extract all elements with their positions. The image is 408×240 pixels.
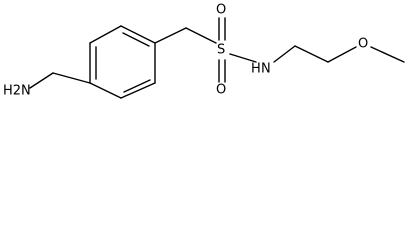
bond-nitrogen-ch2	[273, 45, 296, 63]
oxygen-bottom-label: O	[216, 83, 226, 98]
hydrogen-label: H	[251, 62, 261, 77]
bond-ch2-ring	[52, 72, 91, 84]
bond-ch2-ch2	[294, 45, 329, 63]
benzene-ring	[89, 25, 156, 99]
ring-bond-1	[89, 82, 122, 99]
chemical-structure-diagram: H2N S O O H N O	[3, 3, 405, 99]
ring-bond-2	[120, 82, 156, 99]
amine-label: H2N	[3, 84, 31, 99]
bond-ring-ch2	[154, 27, 187, 44]
oxygen-ether-label: O	[358, 37, 368, 52]
bond-ch2-oxygen	[327, 46, 357, 63]
ring-double-bond-2	[123, 79, 151, 93]
ring-bond-4	[120, 25, 156, 44]
bond-amine-ch2	[29, 72, 54, 89]
nitrogen-label: N	[261, 62, 271, 77]
bond-ch2-sulfur	[185, 27, 217, 44]
oxygen-top-label: O	[216, 3, 226, 18]
ring-bond-5	[89, 25, 122, 44]
ring-double-bond-3	[122, 32, 150, 47]
sulfur-label: S	[217, 43, 225, 58]
bond-oxygen-methyl	[370, 46, 405, 63]
bond-sulfur-nitrogen	[229, 53, 257, 63]
